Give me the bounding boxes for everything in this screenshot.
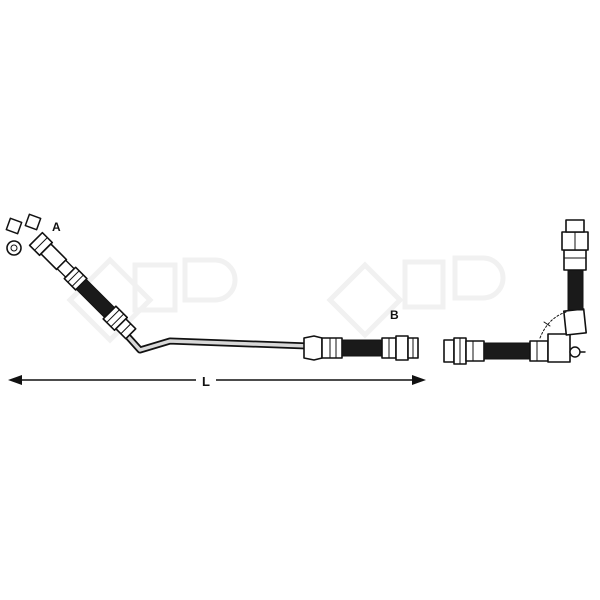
steel-pipe-inner [120,328,310,352]
banjo-bolt-icon [6,240,22,256]
elbow-fitting [547,333,571,363]
label-l: L [196,375,216,388]
crimp-sleeve [529,340,549,362]
rubber-hose [567,269,584,311]
crimp-sleeve [563,308,587,336]
hex-fitting [395,335,409,361]
hex-fitting [443,339,455,363]
crimp-sleeve [465,340,485,362]
hex-fitting [565,219,585,233]
crimp-sleeve [563,249,587,271]
main-hose-assembly [5,213,419,361]
label-a: A [52,220,61,234]
label-b: B [390,308,399,322]
rubber-hose [341,339,383,357]
tube-nut [303,335,323,361]
dimension-line-l [8,375,426,385]
angled-hose-view [443,219,589,365]
watermark-logo [66,255,506,344]
arrow-right-icon [412,375,426,385]
crimp-sleeve [321,337,343,359]
angle-arc [539,311,567,339]
arrow-left-icon [8,375,22,385]
rubber-hose [483,342,531,360]
